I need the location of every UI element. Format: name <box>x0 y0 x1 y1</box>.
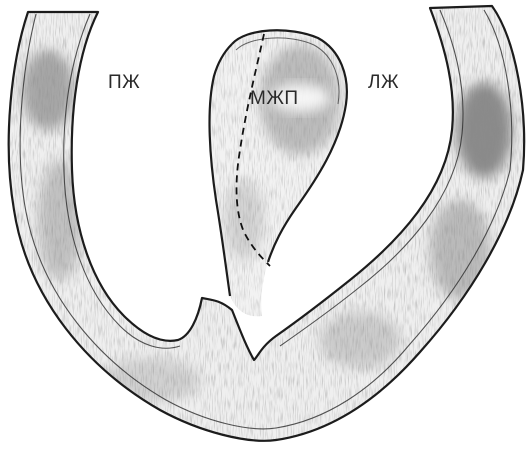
label-septum: МЖП <box>250 88 299 109</box>
label-left-ventricle: ЛЖ <box>368 72 399 93</box>
label-right-ventricle: ПЖ <box>108 72 140 93</box>
